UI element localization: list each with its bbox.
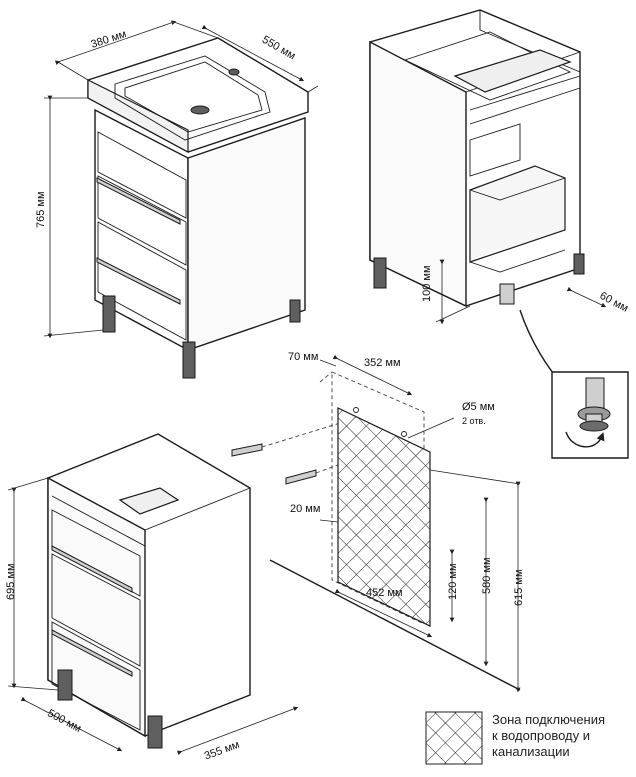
dim-bottom-height: 695 мм [5, 563, 17, 600]
wall-mount-panel [269, 354, 521, 693]
dim-zone-width: 452 мм [366, 587, 403, 599]
drain-hole [190, 105, 210, 115]
dim-top-depth: 550 мм [260, 34, 298, 63]
dim-hole-diameter: Ø5 мм [462, 401, 495, 413]
legend-line-2: к водопроводу и [492, 728, 590, 743]
dim-wall-gap: 60 мм [598, 290, 630, 315]
cabinet-bottom-view [7, 419, 351, 756]
legend-line-3: канализации [492, 744, 570, 759]
dim-zone-height: 580 мм [481, 557, 493, 594]
cabinet-frame [369, 9, 607, 325]
dim-top-height: 765 мм [35, 191, 47, 228]
dim-bottom-width: 500 мм [45, 707, 83, 735]
dim-leg-height: 100 мм [421, 265, 433, 302]
mount-hole-right [401, 431, 407, 437]
dim-zone-bottom: 120 мм [447, 563, 459, 600]
dim-hole-spacing: 352 мм [364, 357, 401, 369]
adjustable-foot-callout [519, 309, 629, 459]
faucet-hole [228, 68, 240, 76]
dim-side-offset: 20 мм [290, 503, 320, 515]
legend-swatch [425, 711, 483, 765]
dim-top-width: 380 мм [89, 28, 127, 51]
dim-offset-left: 70 мм [288, 351, 318, 363]
dim-bottom-depth: 355 мм [203, 739, 241, 763]
legend: Зона подключения к водопроводу и канализ… [492, 712, 605, 760]
legend-line-1: Зона подключения [492, 712, 606, 727]
dim-total-height: 615 мм [513, 569, 525, 606]
cabinet-with-sink [43, 20, 319, 379]
dim-hole-count: 2 отв. [462, 416, 486, 426]
mount-hole-left [353, 407, 359, 413]
